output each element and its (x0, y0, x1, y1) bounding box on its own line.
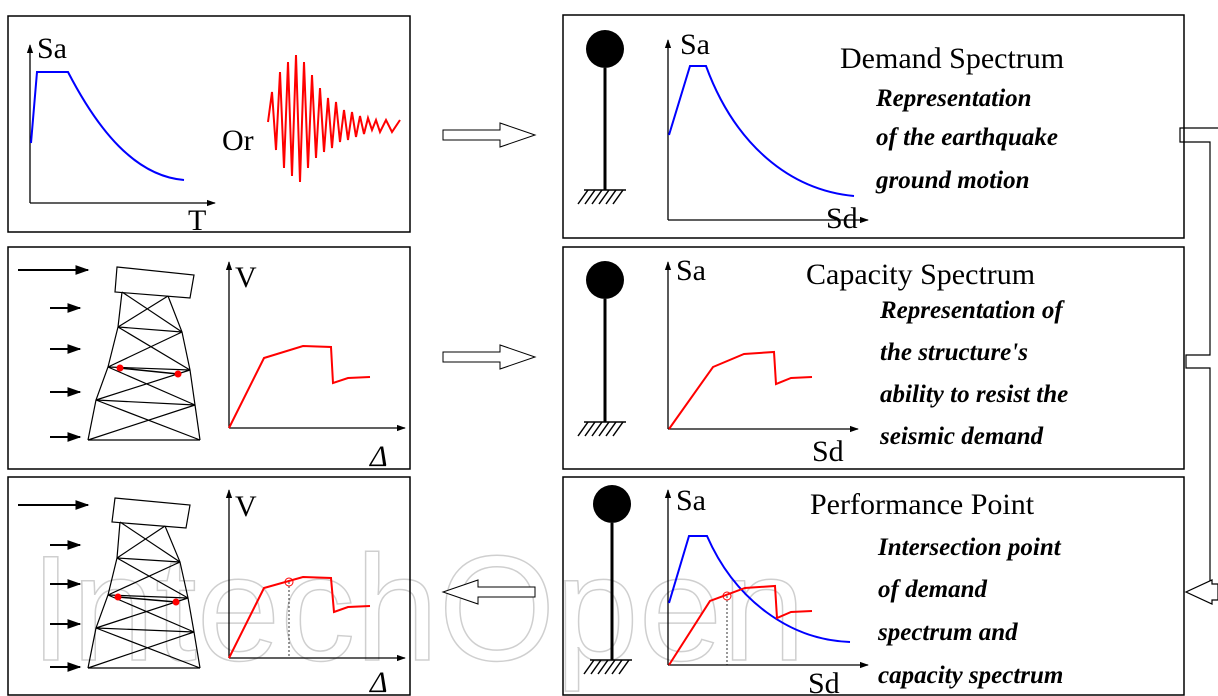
x-axis-label: T (188, 204, 206, 237)
response-spectrum-curve (30, 71, 185, 181)
description-line: Intersection point (877, 534, 1062, 561)
tower-right-leg (167, 295, 201, 441)
bracket-connector (1179, 127, 1218, 605)
panel-title: Capacity Spectrum (806, 258, 1035, 291)
x-axis-label: Δ (369, 440, 388, 473)
y-axis-label: V (235, 261, 257, 294)
demand-spectrum-curve (668, 535, 851, 643)
performance-point-marker (722, 591, 732, 601)
x-axis-label: Δ (369, 666, 388, 696)
description-line: of the earthquake (876, 124, 1058, 151)
lattice-tower (87, 497, 201, 669)
panel-performance-point: Sa Sd Performance Point Intersection poi… (562, 476, 1185, 696)
arrow-right (442, 122, 537, 148)
y-axis-label: Sa (37, 32, 67, 65)
description-line: Representation (875, 85, 1032, 112)
lateral-load-arrows (18, 265, 90, 442)
panel-title: Performance Point (810, 488, 1035, 521)
performance-point-marker (284, 577, 294, 587)
description-line: seismic demand (879, 423, 1044, 450)
panel-demand-spectrum: Sa Sd Demand Spectrum Representation of … (562, 14, 1185, 239)
description-line: the structure's (880, 339, 1028, 366)
panel-pushover: V Δ (7, 246, 411, 473)
lattice-tower (87, 266, 201, 441)
arrow-left (1184, 579, 1218, 605)
y-axis-label: Sa (680, 28, 710, 61)
panel-border (7, 476, 411, 696)
tower-left-leg (87, 291, 123, 441)
pushover-curve (228, 344, 371, 429)
tower-top-mass (114, 266, 195, 299)
flow-arrows (441, 122, 537, 605)
description-line: of demand (878, 576, 988, 603)
panel-pushover-result: V Δ (7, 476, 411, 696)
x-axis-label: Sd (812, 435, 844, 468)
description-line: spectrum and (877, 619, 1018, 646)
x-axis-label: Sd (826, 202, 858, 235)
capacity-spectrum-curve (668, 584, 813, 666)
panel-border (562, 476, 1185, 696)
pushover-curve (228, 575, 371, 659)
description-line: ability to resist the (880, 381, 1068, 408)
capacity-spectrum-curve (668, 350, 813, 430)
description-line: Representation of (879, 297, 1065, 324)
sdof-mass-icon (593, 485, 631, 523)
sdof-mass-icon (586, 30, 624, 68)
bracket-line (1179, 127, 1218, 585)
arrow-right (442, 344, 537, 370)
plastic-hinge-marker (116, 364, 124, 372)
sdof-mass-icon (586, 261, 624, 299)
accelerogram-signal (267, 54, 401, 183)
plastic-hinge-marker (174, 370, 182, 378)
y-axis-label: V (235, 490, 257, 523)
y-axis-label: Sa (676, 254, 706, 287)
panel-border (562, 14, 1185, 239)
panel-border (7, 246, 411, 470)
fixed-support-icon (577, 189, 626, 205)
y-axis-label: Sa (676, 484, 706, 517)
arrow-left (441, 579, 536, 605)
panel-border (7, 15, 411, 233)
plastic-hinge-marker (114, 593, 122, 601)
x-axis-label: Sd (808, 667, 840, 696)
fixed-support-icon (583, 659, 632, 675)
panel-capacity-spectrum: Sa Sd Capacity Spectrum Representation o… (562, 246, 1185, 470)
lateral-load-arrows (18, 500, 90, 672)
or-label: Or (222, 124, 254, 157)
description-line: ground motion (875, 167, 1030, 194)
panel-ground-motion: Sa T Or (7, 15, 411, 237)
plastic-hinge-marker (172, 598, 180, 606)
panel-border (562, 246, 1185, 470)
panel-title: Demand Spectrum (840, 42, 1064, 75)
watermark-text: IntechOpen (30, 524, 806, 692)
tower-top-mass (111, 497, 191, 529)
description-line: capacity spectrum (878, 662, 1063, 689)
fixed-support-icon (577, 421, 626, 437)
demand-spectrum-curve (668, 65, 855, 197)
